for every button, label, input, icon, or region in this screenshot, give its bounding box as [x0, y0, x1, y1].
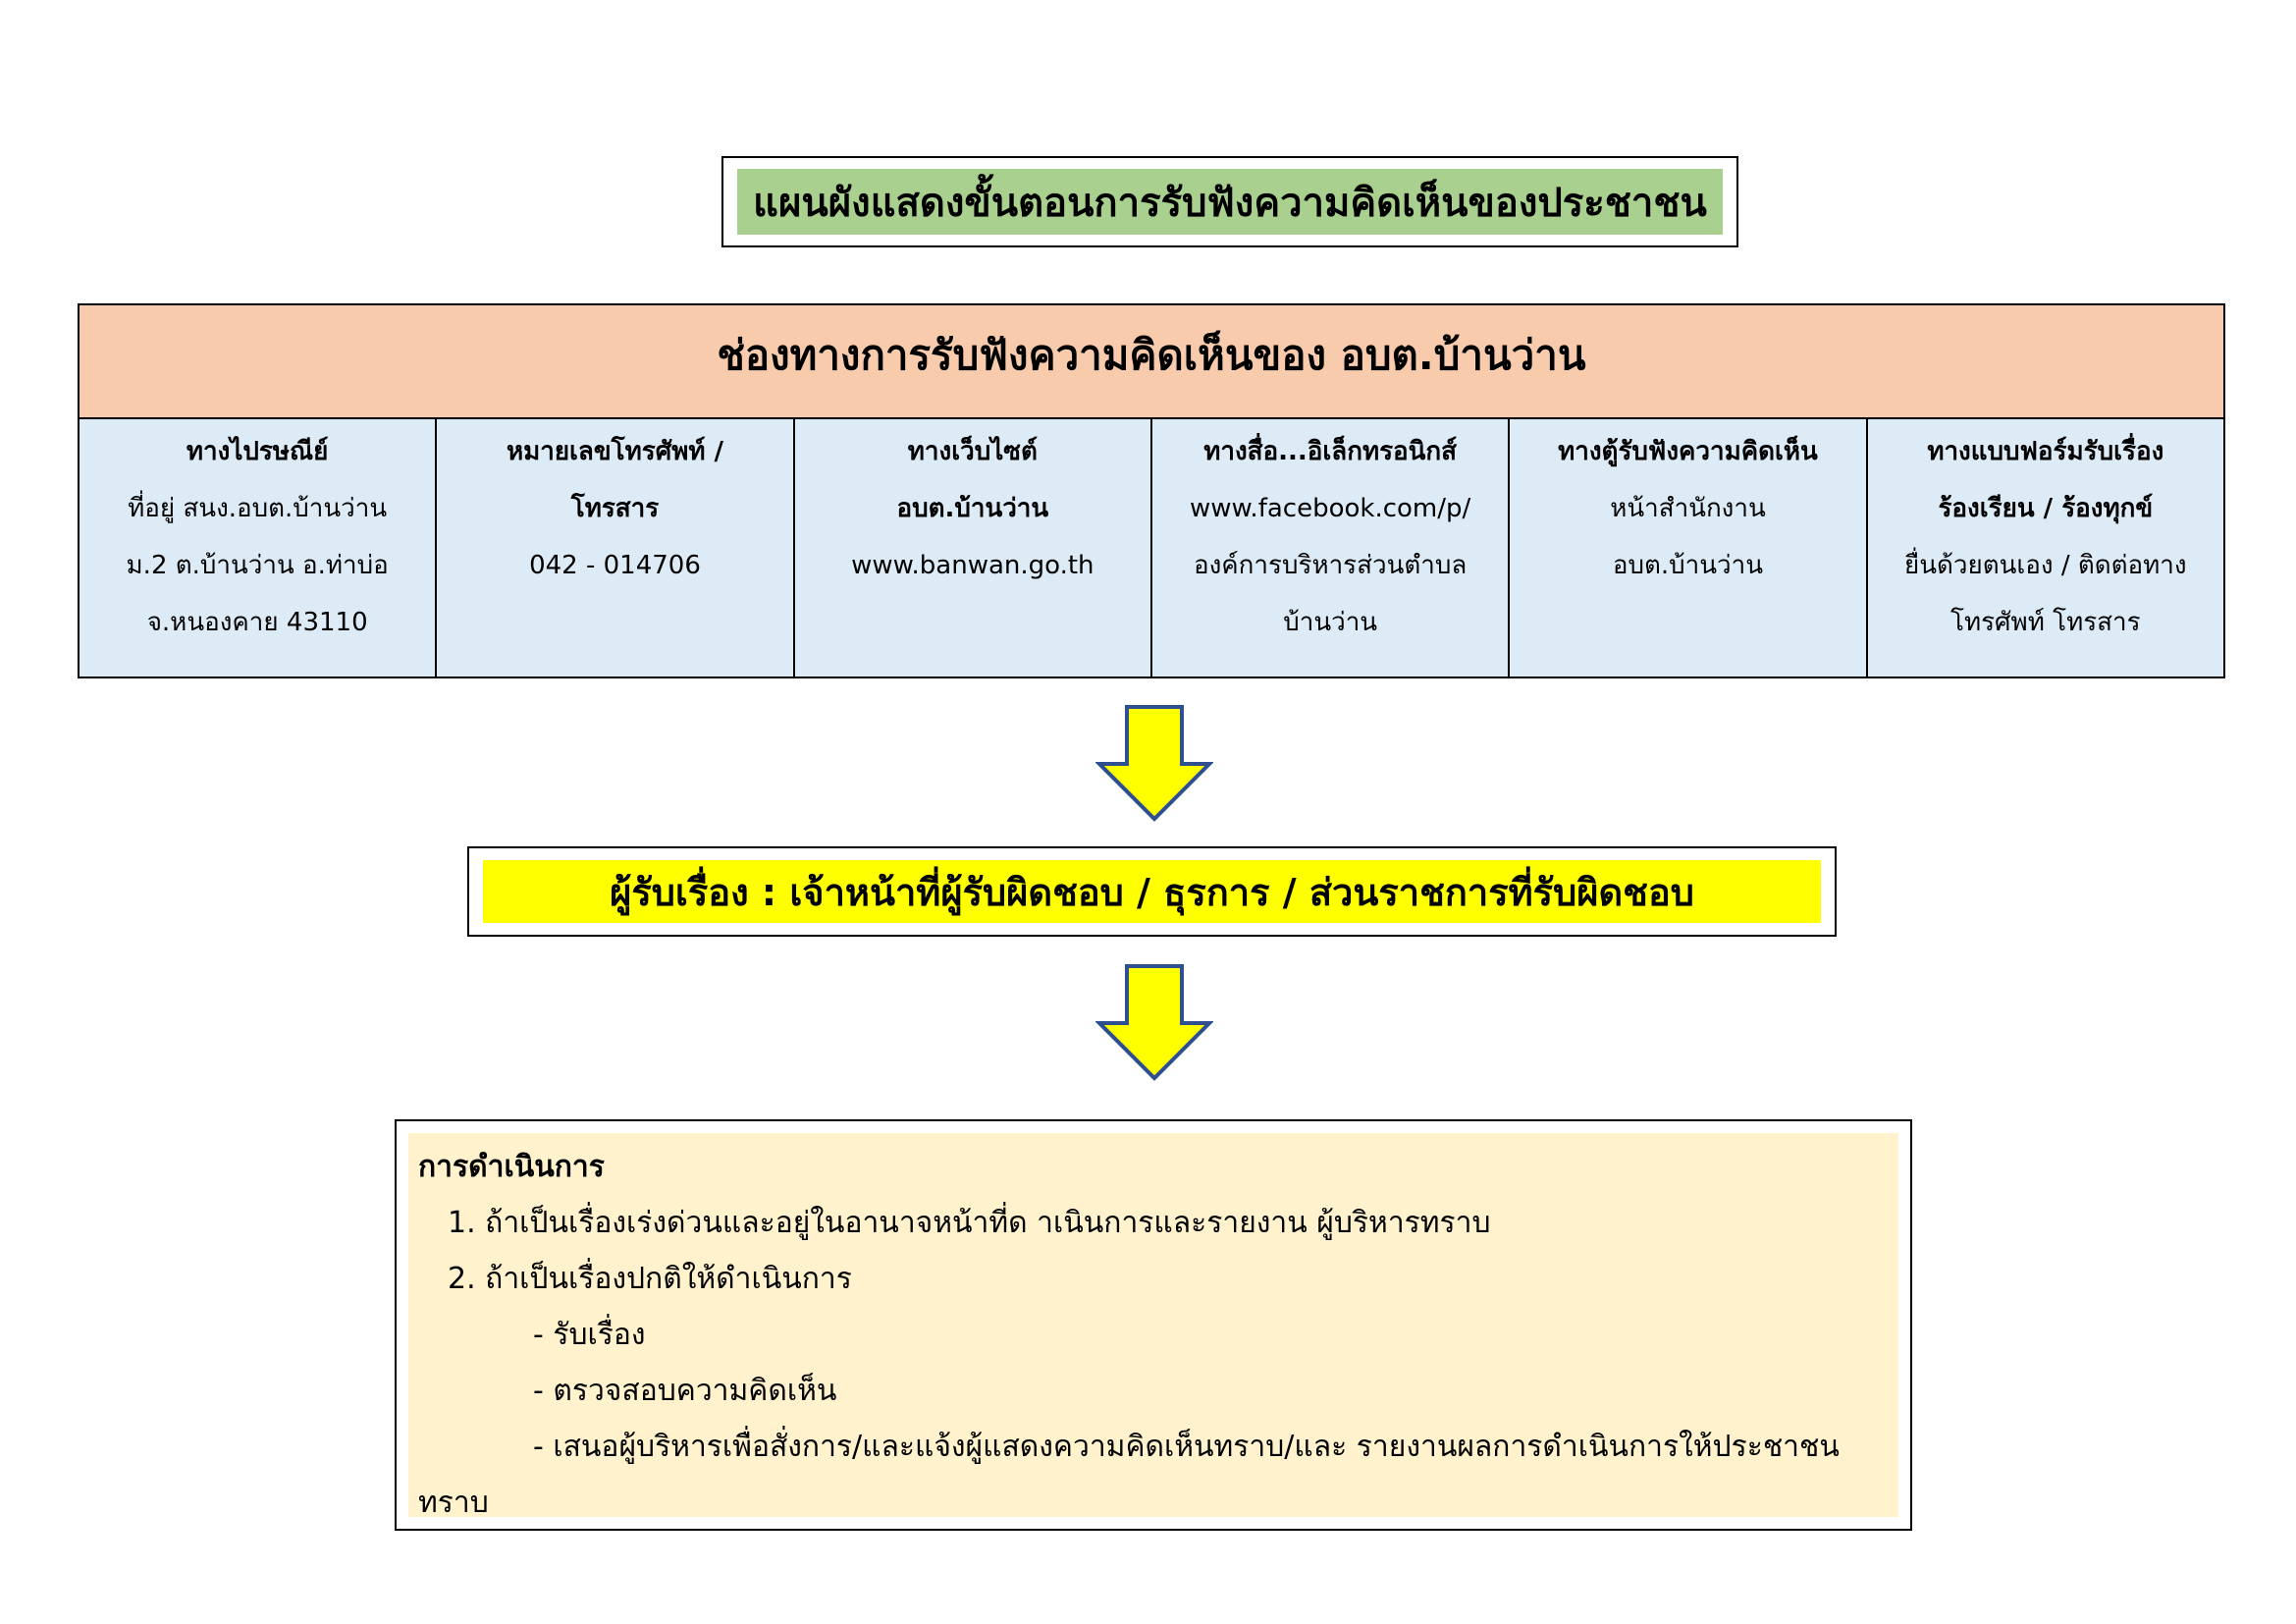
arrow-shape [1095, 705, 1213, 822]
channel-electronic-media: ทางสื่อ...อิเล็กทรอนิกส์ www.facebook.co… [1152, 419, 1511, 677]
channel-title-line2: ร้องเรียน / ร้องทุกข์ [1938, 494, 2154, 523]
channel-line: องค์การบริหารส่วนตำบล [1193, 551, 1468, 580]
channel-line: ม.2 ต.บ้านว่าน อ.ท่าบ่อ [126, 551, 389, 580]
channel-title-line2: โทรสาร [570, 494, 660, 523]
channel-line: จ.หนองคาย 43110 [146, 608, 368, 637]
process-item: 2. ถ้าเป็นเรื่องปกติให้ดำเนินการ [448, 1262, 852, 1296]
channel-post: ทางไปรษณีย์ ที่อยู่ สนง.อบต.บ้านว่าน ม.2… [80, 419, 438, 677]
channel-title: ทางไปรษณีย์ [186, 437, 329, 466]
down-arrow-icon [1095, 705, 1213, 822]
channel-line: 042 - 014706 [529, 551, 701, 580]
channel-comment-box: ทางตู้รับฟังความคิดเห็น หน้าสำนักงาน อบต… [1510, 419, 1868, 677]
channel-title: หมายเลขโทรศัพท์ / [506, 437, 724, 466]
channel-line: ที่อยู่ สนง.อบต.บ้านว่าน [128, 494, 388, 523]
channel-title: ทางตู้รับฟังความคิดเห็น [1558, 437, 1818, 466]
channel-line: อบต.บ้านว่าน [1612, 551, 1764, 580]
diagram-title-box: แผนผังแสดงขั้นตอนการรับฟังความคิดเห็นของ… [721, 156, 1738, 247]
process-subitem: - รับเรื่อง [533, 1318, 646, 1352]
channels-box: ช่องทางการรับฟังความคิดเห็นของ อบต.บ้านว… [78, 303, 2225, 678]
handler-box: ผู้รับเรื่อง : เจ้าหน้าที่ผู้รับผิดชอบ /… [467, 846, 1837, 937]
channel-line: ยื่นด้วยตนเอง / ติดต่อทาง [1904, 551, 2187, 580]
channel-line: โทรศัพท์ โทรสาร [1949, 608, 2141, 637]
channel-line: www.banwan.go.th [851, 551, 1095, 580]
channel-line: บ้านว่าน [1283, 608, 1378, 637]
channel-title: ทางสื่อ...อิเล็กทรอนิกส์ [1203, 437, 1458, 466]
arrow-shape [1095, 964, 1213, 1081]
diagram-title: แผนผังแสดงขั้นตอนการรับฟังความคิดเห็นของ… [737, 169, 1723, 235]
channels-header: ช่องทางการรับฟังความคิดเห็นของ อบต.บ้านว… [80, 305, 2223, 419]
process-title: การดำเนินการ [418, 1150, 605, 1184]
channel-title: ทางเว็บไซต์ [907, 437, 1038, 466]
channel-complaint-form: ทางแบบฟอร์มรับเรื่อง ร้องเรียน / ร้องทุก… [1868, 419, 2223, 677]
channels-row: ทางไปรษณีย์ ที่อยู่ สนง.อบต.บ้านว่าน ม.2… [80, 419, 2223, 677]
process-subitem: - ตรวจสอบความคิดเห็น [533, 1374, 837, 1408]
process-item: 1. ถ้าเป็นเรื่องเร่งด่วนและอยู่ในอานาจหน… [448, 1206, 1491, 1240]
process-subitem: - เสนอผู้บริหารเพื่อสั่งการ/และแจ้งผู้แส… [533, 1430, 1840, 1464]
process-subitem-continuation: ทราบ [418, 1486, 489, 1520]
channel-line: www.facebook.com/p/ [1190, 494, 1471, 523]
process-box: การดำเนินการ 1. ถ้าเป็นเรื่องเร่งด่วนและ… [395, 1119, 1912, 1531]
channel-line: หน้าสำนักงาน [1610, 494, 1766, 523]
channel-website: ทางเว็บไซต์ อบต.บ้านว่าน www.banwan.go.t… [795, 419, 1152, 677]
down-arrow-icon [1095, 964, 1213, 1081]
channel-title-line2: อบต.บ้านว่าน [896, 494, 1049, 523]
channel-phone: หมายเลขโทรศัพท์ / โทรสาร 042 - 014706 [437, 419, 795, 677]
process-content: การดำเนินการ 1. ถ้าเป็นเรื่องเร่งด่วนและ… [408, 1133, 1898, 1520]
channel-title: ทางแบบฟอร์มรับเรื่อง [1927, 437, 2164, 466]
handler-text: ผู้รับเรื่อง : เจ้าหน้าที่ผู้รับผิดชอบ /… [483, 860, 1821, 923]
